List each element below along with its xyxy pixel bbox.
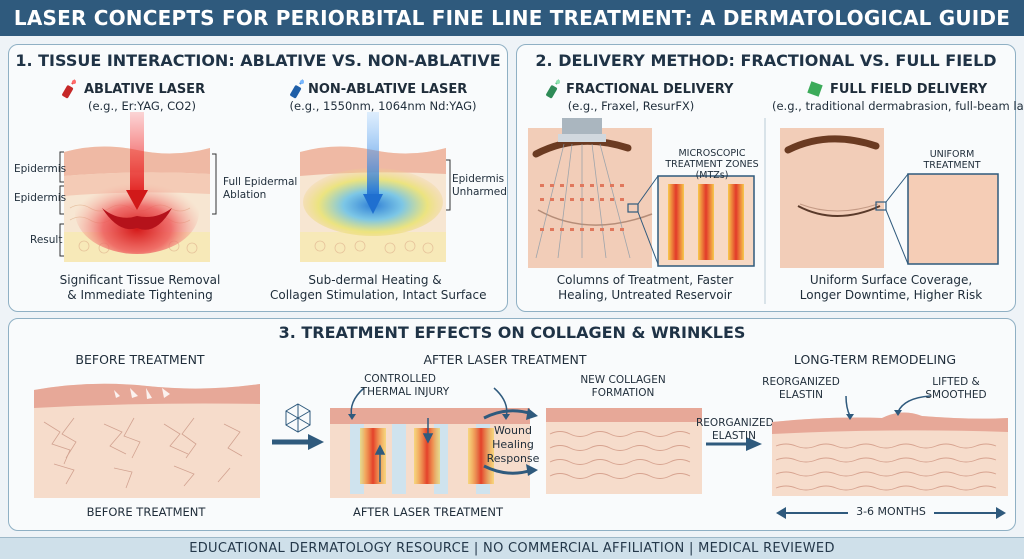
full-field-delivery-heading: FULL FIELD DELIVERY [830,82,988,97]
new-collagen-label-1: NEW COLLAGEN [580,374,666,386]
ablative-examples: (e.g., Er:YAG, CO2) [87,99,197,113]
collagen-to-remodel-arrow [706,437,762,451]
section2-title: 2. DELIVERY METHOD: FRACTIONAL VS. FULL … [535,51,997,70]
non-ablative-skin-illustration [300,112,446,262]
full-field-caption-2: Longer Downtime, Higher Risk [799,288,983,302]
before-treatment-caption: BEFORE TREATMENT [86,505,206,519]
elastin-b-label-1: REORGANIZED [696,417,774,429]
ablative-caption-1: Significant Tissue Removal [59,273,221,287]
ablative-left-brackets [59,151,64,257]
mtz-label-3: (MTZs) [695,170,729,181]
fractional-caption-2: Healing, Untreated Reservoir [558,288,732,302]
after-laser-treatment-caption: AFTER LASER TREATMENT [352,505,504,519]
elastin-a-label-2: ELASTIN [779,389,823,401]
thermal-injury-label-1: CONTROLLED [364,373,436,385]
non-ablative-examples: (e.g., 1550nm, 1064nm Nd:YAG) [289,99,477,113]
fractional-delivery-heading: FRACTIONAL DELIVERY [566,82,734,97]
wound-healing-arrows [483,408,538,476]
full-field-caption-1: Uniform Surface Coverage, [809,273,973,287]
before-to-after-arrow [272,403,324,450]
panel2-divider [764,118,766,304]
non-ablative-caption-2: Collagen Stimulation, Intact Surface [270,288,487,302]
full-beam-icon [807,81,823,97]
after-laser-skin-illustration [330,408,530,498]
ablative-caption-2: & Immediate Tightening [67,288,213,302]
new-collagen-label-2: FORMATION [591,387,655,399]
ablative-layer-label-2: Epidermis [14,192,67,204]
footer-text: EDUCATIONAL DERMATOLOGY RESOURCE | NO CO… [189,541,835,556]
ablative-skin-illustration [64,112,210,262]
wound-label-3: Response [486,452,540,465]
after-treatment-heading: AFTER LASER TREATMENT [423,352,587,367]
wound-label-1: Wound [494,424,532,437]
footer-bar: EDUCATIONAL DERMATOLOGY RESOURCE | NO CO… [0,537,1024,559]
lifted-label-2: SMOOTHED [925,389,987,401]
new-collagen-skin-illustration [546,408,702,494]
ablative-laser-heading: ABLATIVE LASER [84,82,206,97]
thermal-injury-label-2: THERMAL INJURY [360,386,450,398]
fractional-eye-illustration [528,118,755,268]
before-skin-illustration [34,383,260,498]
blue-laser-icon [290,79,304,99]
mtz-label-1: MICROSCOPIC [678,148,746,159]
ablative-side-label-2: Ablation [223,189,267,201]
fractional-caption-1: Columns of Treatment, Faster [556,273,734,287]
before-treatment-heading: BEFORE TREATMENT [75,352,205,367]
full-field-eye-illustration [780,128,999,268]
non-ablative-right-bracket [446,159,451,211]
non-ablative-caption-1: Sub-dermal Heating & [308,273,442,287]
mtz-label-2: TREATMENT ZONES [665,159,759,170]
thermal-injury-pointers [348,387,510,420]
header-bar: LASER CONCEPTS FOR PERIORBITAL FINE LINE… [0,0,1024,36]
duration-label: 3-6 MONTHS [848,505,934,518]
ablative-layer-label-1: Epidermis [14,163,67,175]
non-ablative-laser-heading: NON-ABLATIVE LASER [308,82,468,97]
wound-label-2: Healing [492,438,534,451]
page-title: LASER CONCEPTS FOR PERIORBITAL FINE LINE… [13,6,1011,30]
non-ablative-side-label-2: Unharmed [452,186,507,198]
red-laser-icon [62,79,76,99]
section1-title: 1. TISSUE INTERACTION: ABLATIVE VS. NON-… [15,51,501,70]
lifted-label-1: LIFTED & [932,376,980,388]
uniform-label-1: UNIFORM [929,149,975,160]
non-ablative-side-label-1: Epidermis [452,173,505,185]
ablative-side-label-1: Full Epidermal [223,176,298,188]
long-term-remodel-illustration [772,395,1008,496]
long-term-remodeling-heading: LONG-TERM REMODELING [793,352,957,367]
ablative-right-bracket [212,153,217,215]
elastin-a-label-1: REORGANIZED [762,376,840,388]
elastin-b-label-2: ELASTIN [712,430,756,442]
ablative-layer-label-3: Result [30,234,63,246]
section3-title: 3. TREATMENT EFFECTS ON COLLAGEN & WRINK… [278,323,746,342]
uniform-label-2: TREATMENT [923,160,981,171]
full-field-examples: (e.g., traditional dermabrasion, full-be… [772,99,1024,113]
fractional-examples: (e.g., Fraxel, ResurFX) [567,99,695,113]
green-laser-icon [546,79,560,99]
